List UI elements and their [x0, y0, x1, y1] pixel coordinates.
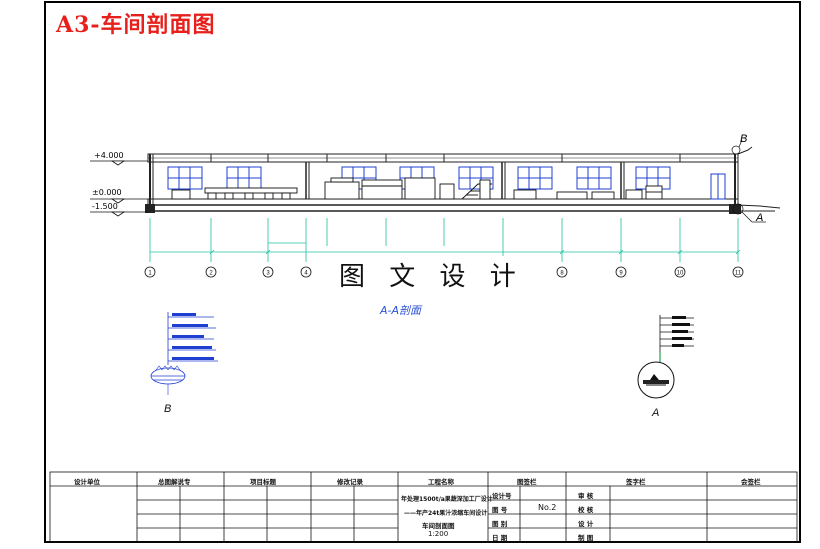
tb-header-general: 总图解说专 [158, 478, 191, 486]
level-markers [90, 160, 148, 217]
axis-label-1: 1 [148, 271, 152, 277]
foundation-hatch [145, 204, 741, 214]
axis-label-9: 9 [619, 271, 623, 277]
level-bottom-label: -1.500 [92, 202, 118, 211]
level-top-label: +4.000 [94, 151, 124, 160]
watermark-text: 图 文 设 计 [335, 256, 528, 293]
callout-a-right: A [755, 212, 763, 224]
tb-header-revisions: 修改记录 [337, 478, 363, 486]
detail-a-label: A [651, 407, 659, 419]
tb-label-category: 图 别 [492, 520, 508, 528]
axis-label-10: 10 [677, 271, 684, 277]
tb-header-project: 项目标题 [250, 478, 276, 486]
grid-axis-lines [149, 218, 741, 262]
tb-drawing-number: No.2 [538, 503, 557, 512]
detail-a: A [637, 315, 694, 419]
tb-label-design-no: 设计号 [492, 492, 512, 500]
callout-lines [731, 139, 766, 223]
tb-project-line1: 年处理1500t/a果蔬深加工厂设计 [401, 496, 493, 503]
axis-label-3: 3 [266, 271, 270, 277]
axis-bubbles [144, 266, 744, 278]
tb-header-countersign: 会签栏 [741, 478, 761, 486]
tb-label-drawing-no: 图 号 [492, 506, 508, 514]
axis-label-11: 11 [735, 271, 742, 277]
tb-drawing-name: 车间剖面图 [422, 522, 455, 530]
drawing-title: A3-车间剖面图 [56, 12, 216, 38]
axis-label-4: 4 [304, 271, 308, 277]
process-equipment [171, 177, 663, 200]
building-section [147, 146, 781, 212]
tb-label-drafter: 制 图 [578, 534, 594, 542]
tb-header-drawing: 图签栏 [517, 478, 537, 486]
tb-header-signatures: 签字栏 [626, 478, 646, 486]
callout-b-top: B [740, 133, 747, 145]
axis-label-2: 2 [209, 271, 213, 277]
title-block-grid [49, 471, 798, 543]
tb-label-date: 日 期 [492, 534, 508, 542]
axis-label-8: 8 [560, 271, 564, 277]
detail-b: B [150, 312, 218, 415]
detail-b-label: B [164, 403, 171, 415]
tb-label-check: 校 核 [578, 506, 594, 514]
tb-label-review: 审 核 [578, 492, 594, 500]
tb-scale: 1:200 [428, 530, 449, 538]
tb-label-designer: 设 计 [578, 520, 594, 528]
tb-header-project-name: 工程名称 [428, 478, 454, 486]
level-ground-label: ±0.000 [92, 188, 122, 197]
section-title: A-A剖面 [380, 304, 422, 317]
tb-header-design-unit: 设计单位 [74, 478, 100, 486]
tb-project-line2: ——年产24t果汁浓缩车间设计 [404, 510, 488, 517]
